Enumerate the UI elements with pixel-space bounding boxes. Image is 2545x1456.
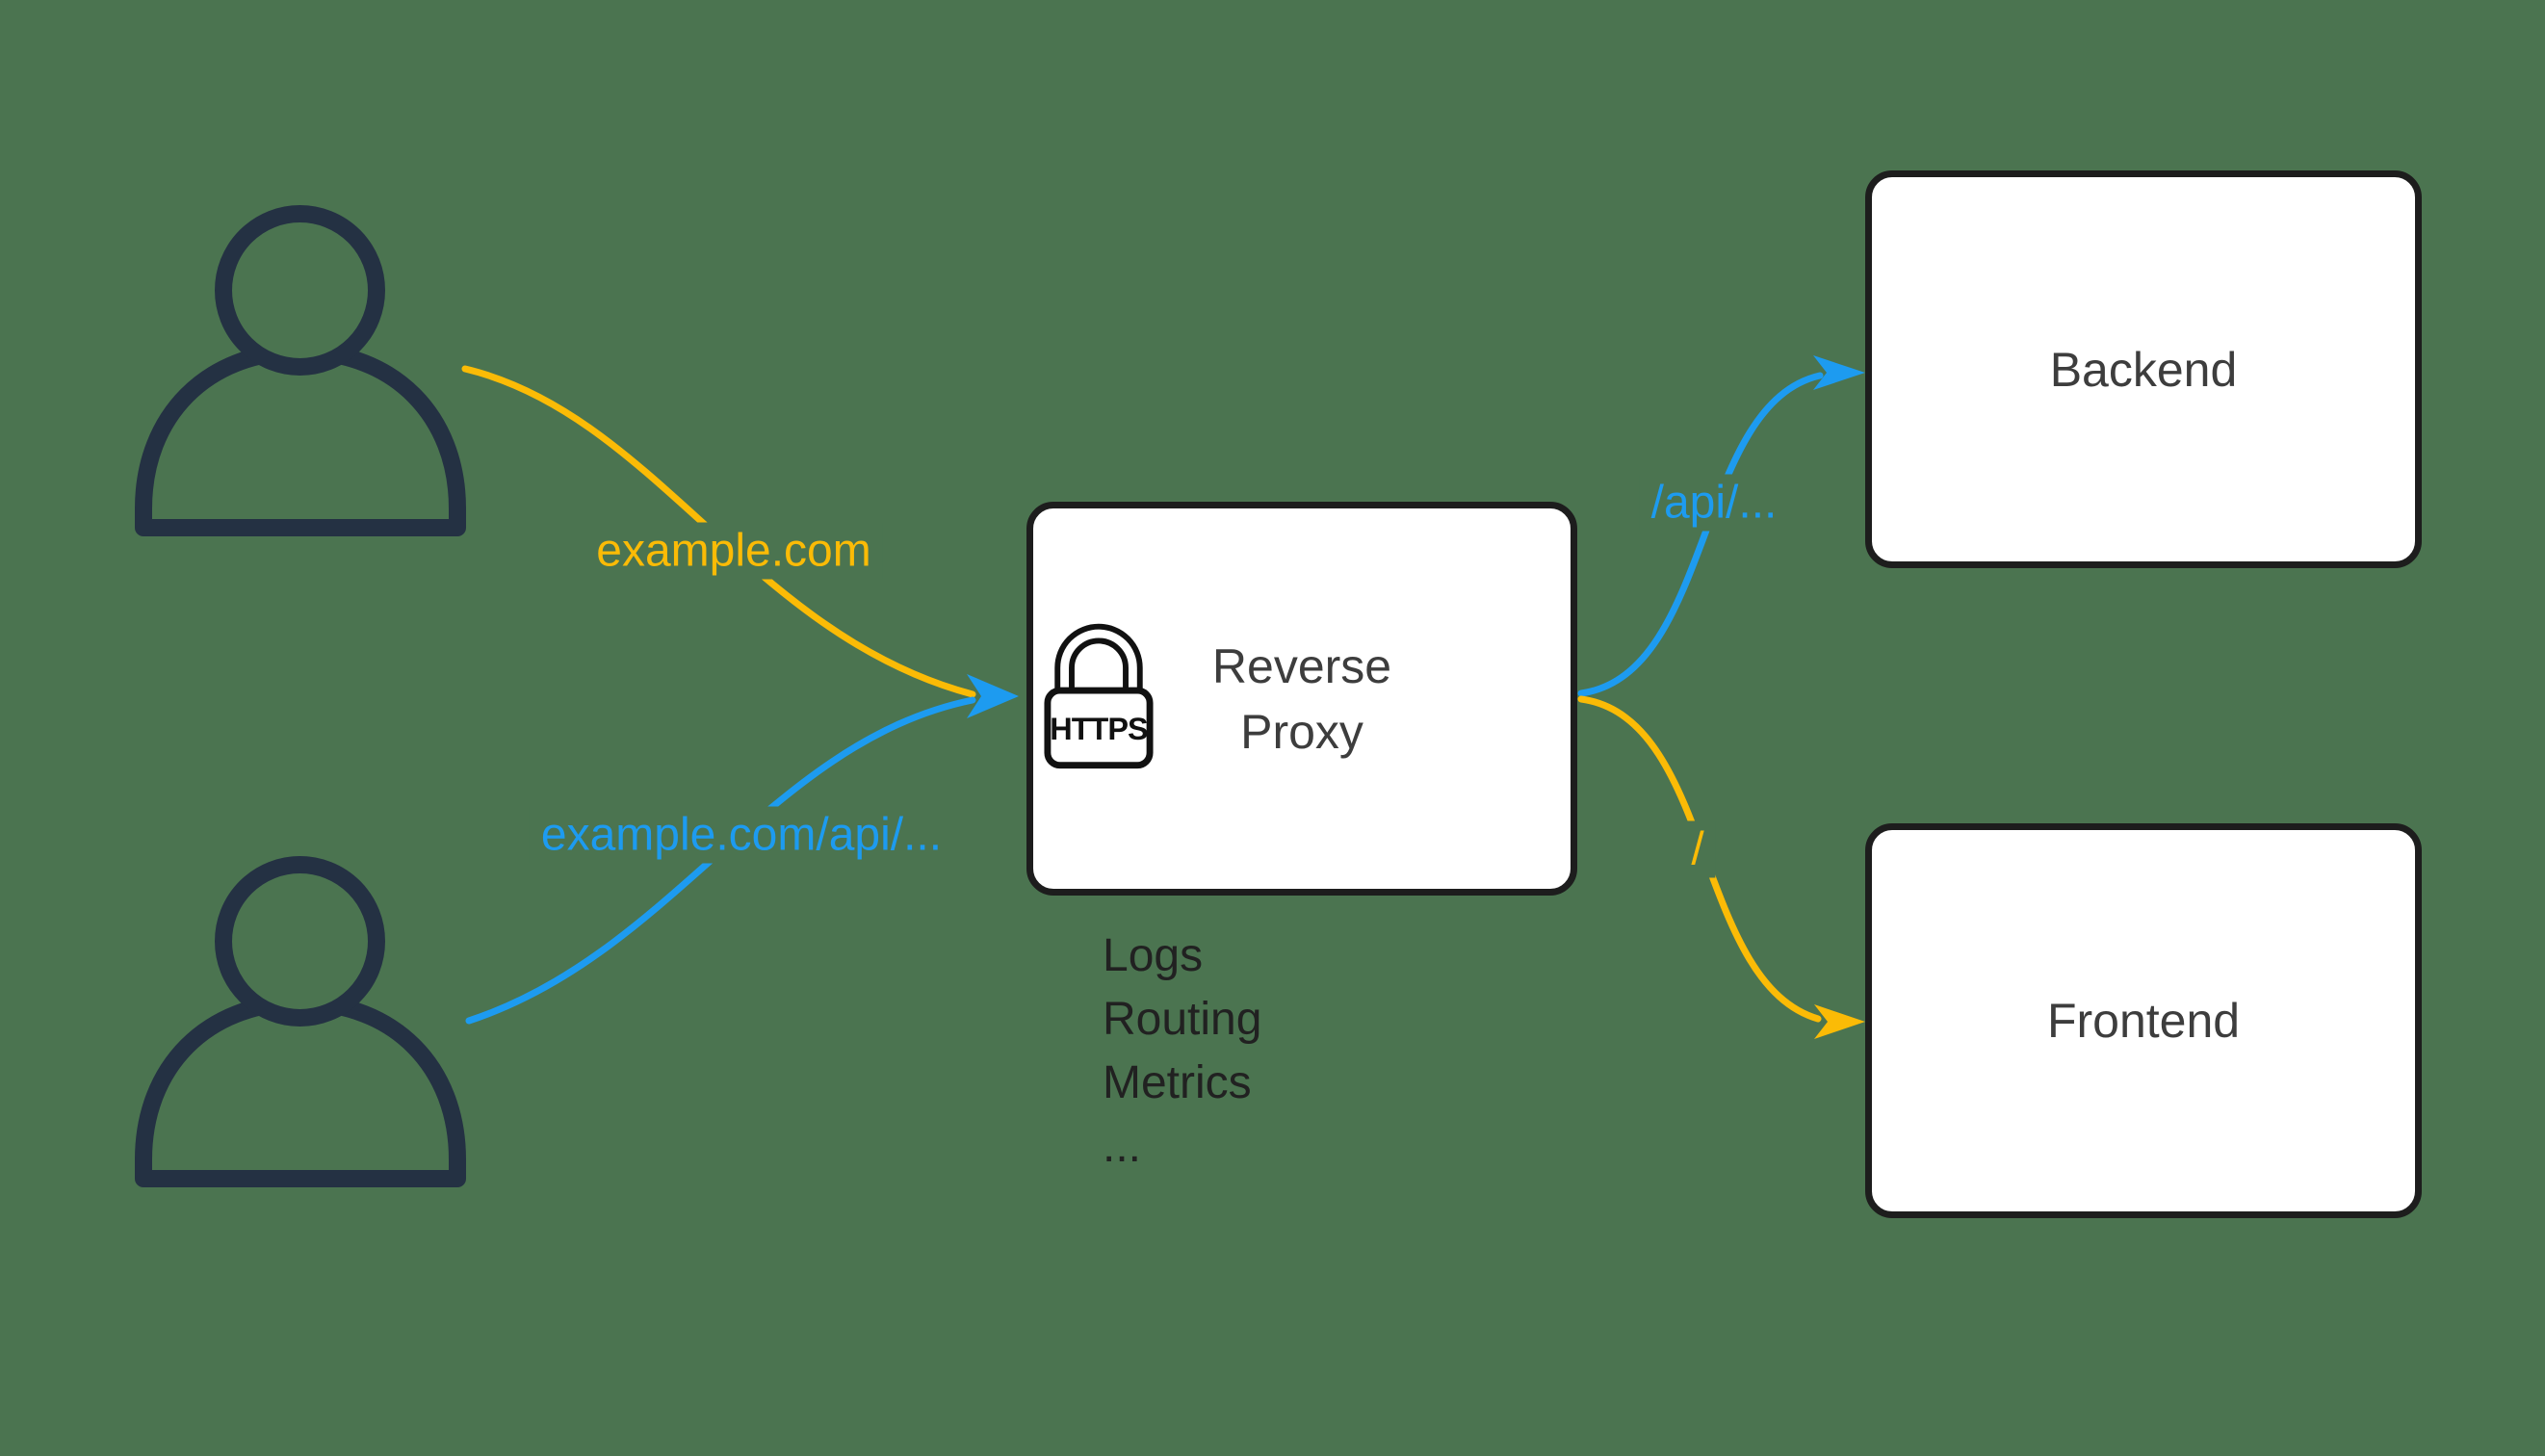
proxy-feature-logs: Logs (1103, 930, 1204, 981)
arrowhead-into-proxy (967, 674, 1019, 718)
user-icon-bottom (135, 856, 466, 1187)
arrowhead-into-backend (1813, 355, 1865, 390)
proxy-feature-routing: Routing (1103, 994, 1262, 1045)
https-lock-icon: HTTPS (1044, 623, 1154, 769)
https-label: HTTPS (1050, 712, 1148, 746)
reverse-proxy-node: HTTPS Reverse Proxy (1026, 502, 1577, 896)
lock-shackle-inner (1060, 629, 1137, 698)
user-head-shape (215, 205, 385, 376)
edge-label-example-com: example.com (584, 522, 883, 580)
proxy-feature-metrics: Metrics (1103, 1057, 1252, 1108)
proxy-title-line2: Proxy (1240, 704, 1363, 759)
user-body-shape (135, 994, 466, 1187)
arrowhead-into-frontend (1814, 1004, 1865, 1039)
frontend-label: Frontend (2046, 994, 2241, 1048)
edge-label-example-com-api: example.com/api/... (529, 806, 954, 864)
lock-body (1044, 687, 1154, 769)
proxy-title-line1: Reverse (1211, 638, 1392, 693)
user-head-shape (215, 856, 385, 1027)
edge-label-root-path: / (1679, 820, 1716, 878)
proxy-title: Reverse Proxy (1212, 634, 1391, 765)
proxy-feature-more: ... (1103, 1121, 1142, 1172)
backend-label: Backend (2049, 342, 2238, 397)
user-icon-top (135, 205, 466, 536)
edge-api-prefix-line (1577, 372, 1824, 697)
edge-label-api-prefix: /api/... (1639, 474, 1789, 532)
proxy-features-list: Logs Routing Metrics ... (1103, 924, 1261, 1179)
frontend-node: Frontend (1865, 823, 2422, 1218)
backend-node: Backend (1865, 170, 2422, 568)
user-body-shape (135, 343, 466, 536)
